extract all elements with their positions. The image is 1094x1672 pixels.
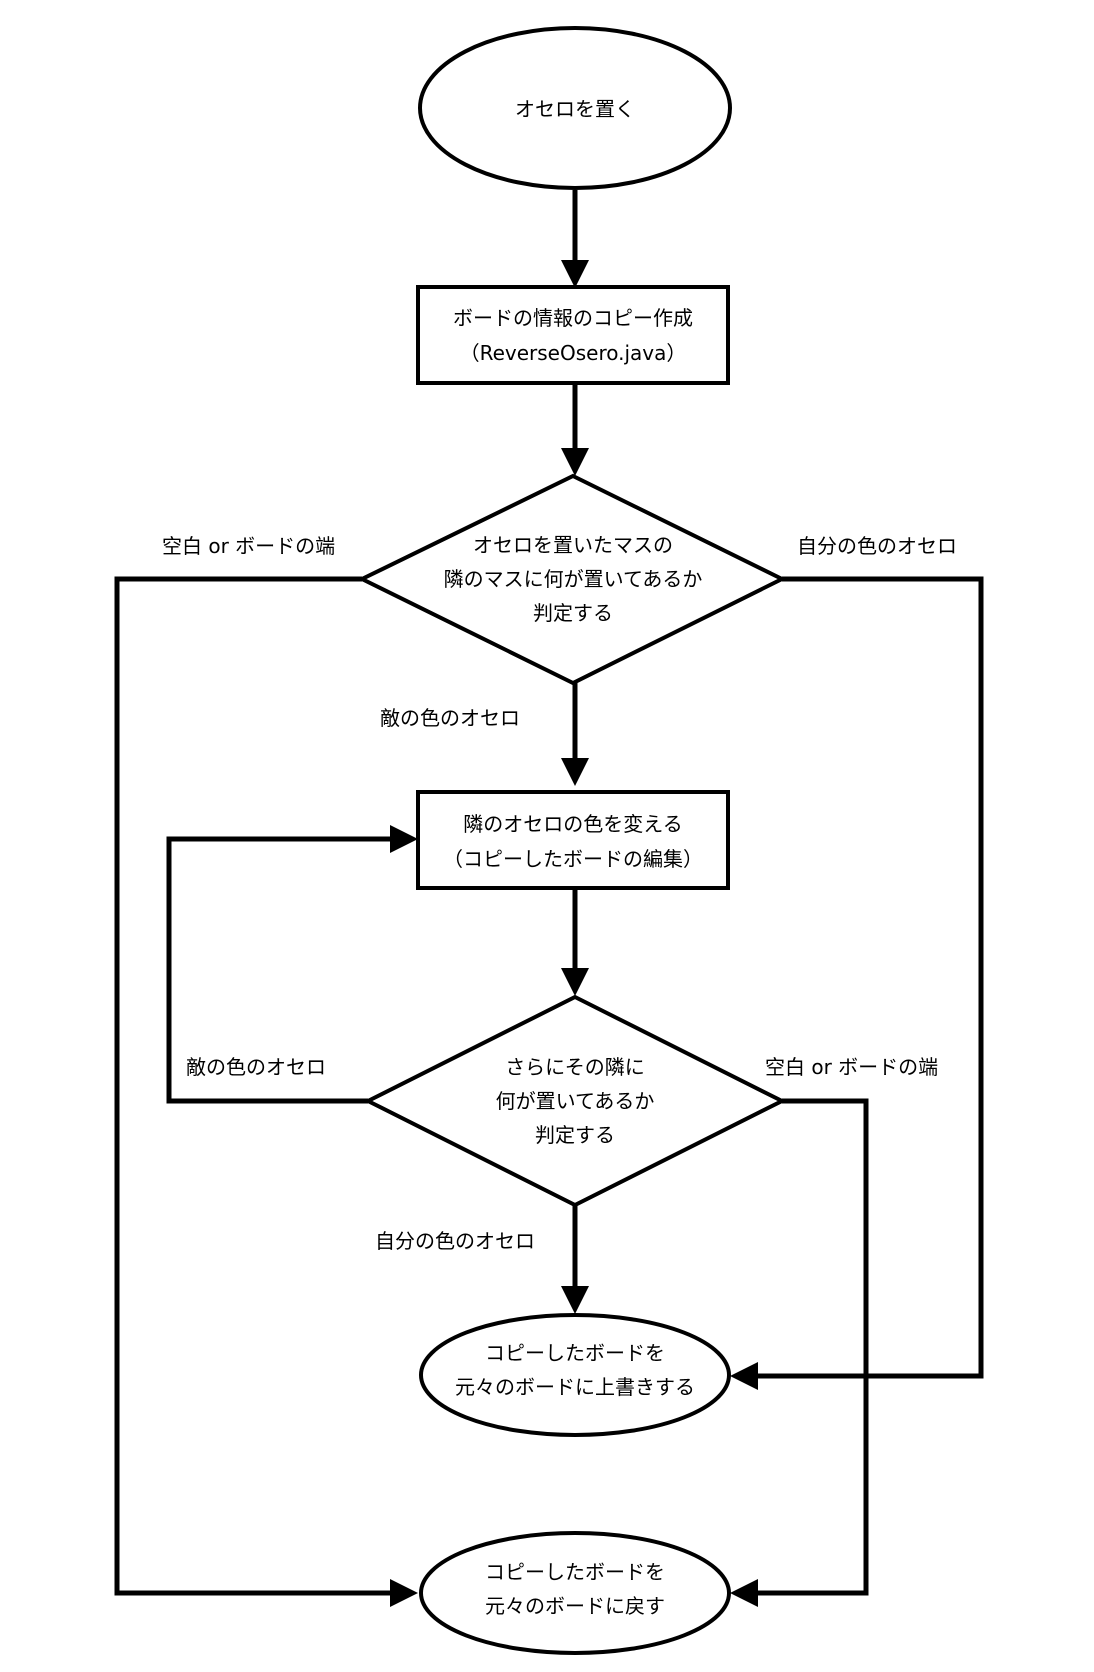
- edge-label-check-adjacent-empty: 空白 or ボードの端: [162, 534, 335, 558]
- check-next-decision-label-line-1: さらにその隣に: [505, 1055, 645, 1079]
- flip-neighbor-process: 隣のオセロの色を変える （コピーしたボードの編集）: [416, 790, 730, 890]
- copy-board-process: ボードの情報のコピー作成 （ReverseOsero.java）: [416, 285, 730, 385]
- restore-terminal-shape: [419, 1531, 731, 1655]
- check-adjacent-decision-shape: [357, 473, 787, 686]
- check-next-decision-shape: [363, 994, 787, 1208]
- edge-label-check-next-enemy: 敵の色のオセロ: [186, 1055, 326, 1079]
- check-next-decision: さらにその隣に 何が置いてあるか 判定する: [363, 994, 787, 1208]
- check-next-decision-label-line-2: 何が置いてあるか: [496, 1089, 655, 1113]
- start-node-shape: [418, 26, 732, 190]
- connector-check-own-to-overwrite: [730, 576, 984, 1390]
- restore-terminal-label-line-2: 元々のボードに戻す: [485, 1594, 665, 1618]
- connector-start-to-copy: [561, 190, 589, 288]
- edge-label-check-adjacent-enemy: 敵の色のオセロ: [380, 706, 520, 730]
- check-adjacent-decision-label-line-3: 判定する: [533, 601, 613, 625]
- copy-board-process-label-line-1: ボードの情報のコピー作成: [453, 306, 693, 330]
- overwrite-terminal-shape: [419, 1313, 731, 1437]
- start-node: オセロを置く: [418, 26, 732, 190]
- restore-terminal-label-line-1: コピーしたボードを: [485, 1560, 665, 1584]
- check-adjacent-decision-label-line-1: オセロを置いたマスの: [473, 533, 673, 557]
- connector-flip-to-check-next: [561, 889, 589, 996]
- connector-check-next-empty-to-restore: [730, 1098, 869, 1607]
- connector-check-next-to-overwrite: [561, 1205, 589, 1314]
- edge-label-check-next-empty: 空白 or ボードの端: [765, 1055, 938, 1079]
- copy-board-process-label-line-2: （ReverseOsero.java）: [460, 341, 687, 365]
- edge-label-check-next-own: 自分の色のオセロ: [375, 1229, 535, 1253]
- connector-check-empty-to-restore: [114, 576, 418, 1607]
- copy-board-process-shape: [416, 285, 730, 385]
- check-next-decision-label-line-3: 判定する: [535, 1123, 615, 1147]
- overwrite-terminal: コピーしたボードを 元々のボードに上書きする: [419, 1313, 731, 1437]
- check-adjacent-decision: オセロを置いたマスの 隣のマスに何が置いてあるか 判定する: [357, 473, 787, 686]
- flip-neighbor-process-label-line-2: （コピーしたボードの編集）: [443, 847, 703, 871]
- start-node-label: オセロを置く: [515, 97, 635, 121]
- connector-check-next-enemy-loop: [166, 825, 418, 1104]
- check-adjacent-decision-label-line-2: 隣のマスに何が置いてあるか: [444, 567, 703, 591]
- restore-terminal: コピーしたボードを 元々のボードに戻す: [419, 1531, 731, 1655]
- connector-check-to-flip: [561, 683, 589, 786]
- flip-neighbor-process-shape: [416, 790, 730, 890]
- flip-neighbor-process-label-line-1: 隣のオセロの色を変える: [463, 812, 682, 836]
- connector-copy-to-check: [561, 381, 589, 476]
- overwrite-terminal-label-line-1: コピーしたボードを: [485, 1341, 665, 1365]
- overwrite-terminal-label-line-2: 元々のボードに上書きする: [455, 1375, 695, 1399]
- edge-label-check-adjacent-own: 自分の色のオセロ: [797, 534, 957, 558]
